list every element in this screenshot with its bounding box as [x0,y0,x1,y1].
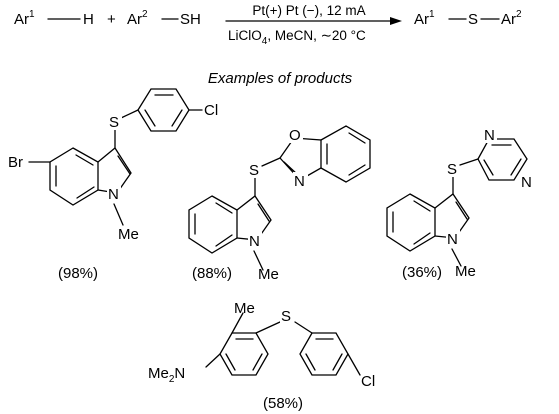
p2-n: N [249,233,260,250]
reactant-2: Ar2 [127,9,148,28]
product-2-yield: (88%) [192,265,232,282]
p3-n: N [447,231,458,248]
product-4-structure: Me S Me2N Cl [148,300,375,390]
product-ar2: Ar2 [501,9,522,28]
p4-s: S [281,308,291,325]
section-title: Examples of products [208,70,353,87]
product-4-yield: (58%) [263,395,303,412]
product-2-structure: S O N N Me [188,125,371,283]
p4-nme2: Me2N [148,365,185,385]
conditions-bottom: LiClO4, MeCN, ∼20 °C [228,28,366,47]
p4-cl: Cl [361,373,375,390]
p1-n: N [108,186,119,203]
p2-s: S [249,162,259,179]
p2-me: Me [258,266,279,283]
reactant-1: Ar1 [14,9,35,28]
p1-s: S [109,114,119,131]
conditions-top: Pt(+) Pt (−), 12 mA [252,3,365,18]
product-3-structure: S N N N Me [386,126,534,280]
p2-o: O [289,127,301,144]
product-s: S [468,11,478,28]
product-1-yield: (98%) [58,265,98,282]
product-1-structure: S Br Cl N Me [8,88,218,243]
plus-sign: + [107,11,116,28]
reaction-equation: Ar1 H + Ar2 SH Pt(+) Pt (−), 12 mA LiClO… [14,3,522,47]
reactant-1-h: H [83,11,94,28]
p3-n1: N [484,127,495,144]
p4-me: Me [234,300,255,317]
product-ar1: Ar1 [414,9,435,28]
reactant-2-sh: SH [180,11,201,28]
reaction-arrow [225,17,402,25]
p1-cl: Cl [204,102,218,119]
product-3-yield: (36%) [402,264,442,281]
p3-n2: N [521,174,532,191]
p3-me: Me [455,263,476,280]
p3-s: S [447,161,457,178]
p2-n-oxazole: N [294,173,305,190]
p1-br: Br [8,154,23,171]
p1-me: Me [118,226,139,243]
